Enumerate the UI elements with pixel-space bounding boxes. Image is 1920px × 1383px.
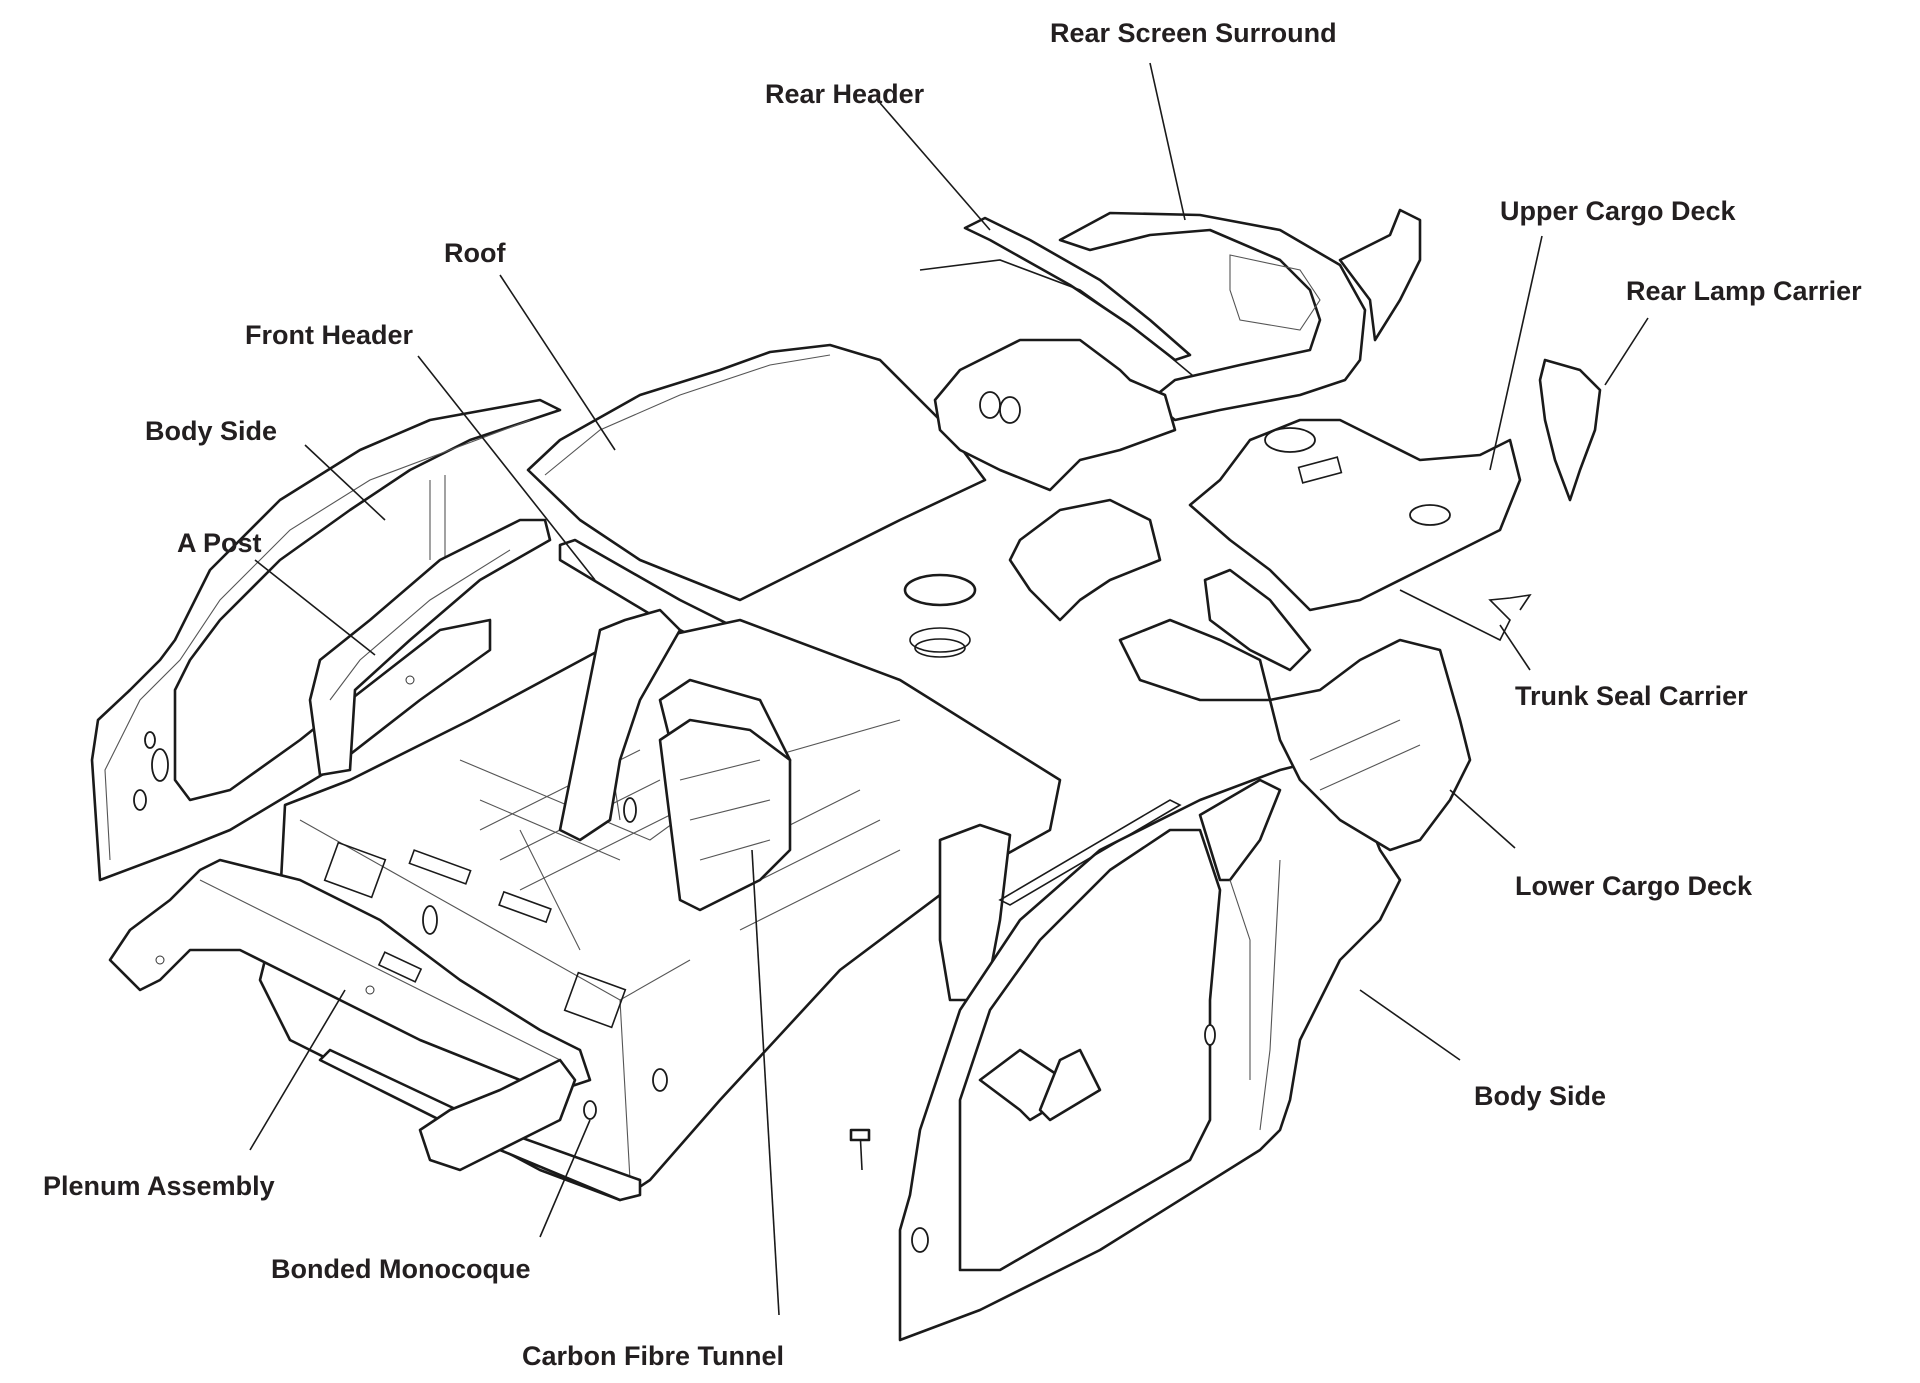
leader-carbon-fibre-tunnel: [751, 849, 780, 1316]
leader-lower-cargo-deck: [1449, 789, 1516, 849]
leader-rear-lamp-carrier: [1604, 317, 1649, 386]
label-rear-lamp-carrier: Rear Lamp Carrier: [1626, 276, 1862, 306]
leader-roof: [499, 274, 616, 451]
inner-wheelhouse-part: [1008, 498, 1312, 672]
leader-lines: [249, 62, 1649, 1316]
label-bonded-monocoque: Bonded Monocoque: [271, 1254, 530, 1284]
leader-front-header: [417, 355, 596, 581]
leader-rear-header: [879, 102, 991, 231]
body-side-left-part: [90, 398, 562, 882]
label-lower-cargo-deck: Lower Cargo Deck: [1515, 871, 1753, 901]
leader-upper-cargo-deck: [1489, 235, 1543, 471]
leader-plenum-assembly: [249, 989, 346, 1151]
upper-cargo-deck-part: [1188, 418, 1522, 612]
label-carbon-fibre-tunnel: Carbon Fibre Tunnel: [522, 1341, 784, 1371]
bolt-part: [849, 1128, 871, 1171]
leader-rear-screen-surround: [1149, 62, 1186, 221]
a-post-part: [308, 518, 552, 777]
lower-cargo-deck-part: [1118, 618, 1472, 852]
label-front-header: Front Header: [245, 320, 414, 350]
plenum-assembly-part: [108, 858, 592, 1172]
label-body-side-left: Body Side: [145, 416, 277, 446]
label-body-side-right: Body Side: [1474, 1081, 1606, 1111]
carbon-fibre-tunnel-part: [658, 718, 792, 912]
leader-a-post: [254, 559, 376, 656]
trunk-seal-carrier-part: [1399, 589, 1532, 642]
leader-trunk-seal-carrier: [1499, 624, 1531, 671]
label-roof: Roof: [444, 238, 506, 268]
rear-bulkhead-part: [933, 338, 1177, 492]
fuel-filler-part: [903, 573, 977, 658]
label-rear-screen-surround: Rear Screen Surround: [1050, 18, 1337, 48]
label-a-post: A Post: [177, 528, 262, 558]
leader-bonded-monocoque: [539, 1119, 591, 1238]
body-side-right-part: [898, 758, 1402, 1342]
label-trunk-seal-carrier: Trunk Seal Carrier: [1515, 681, 1748, 711]
label-rear-header: Rear Header: [765, 79, 925, 109]
label-upper-cargo-deck: Upper Cargo Deck: [1500, 196, 1737, 226]
label-plenum-assembly: Plenum Assembly: [43, 1171, 275, 1201]
rear-lamp-carrier-part: [1538, 358, 1602, 502]
leader-body-side-left: [304, 444, 386, 521]
labels: Rear Screen Surround Rear Header Upper C…: [43, 18, 1862, 1371]
leader-body-side-right: [1359, 989, 1461, 1061]
